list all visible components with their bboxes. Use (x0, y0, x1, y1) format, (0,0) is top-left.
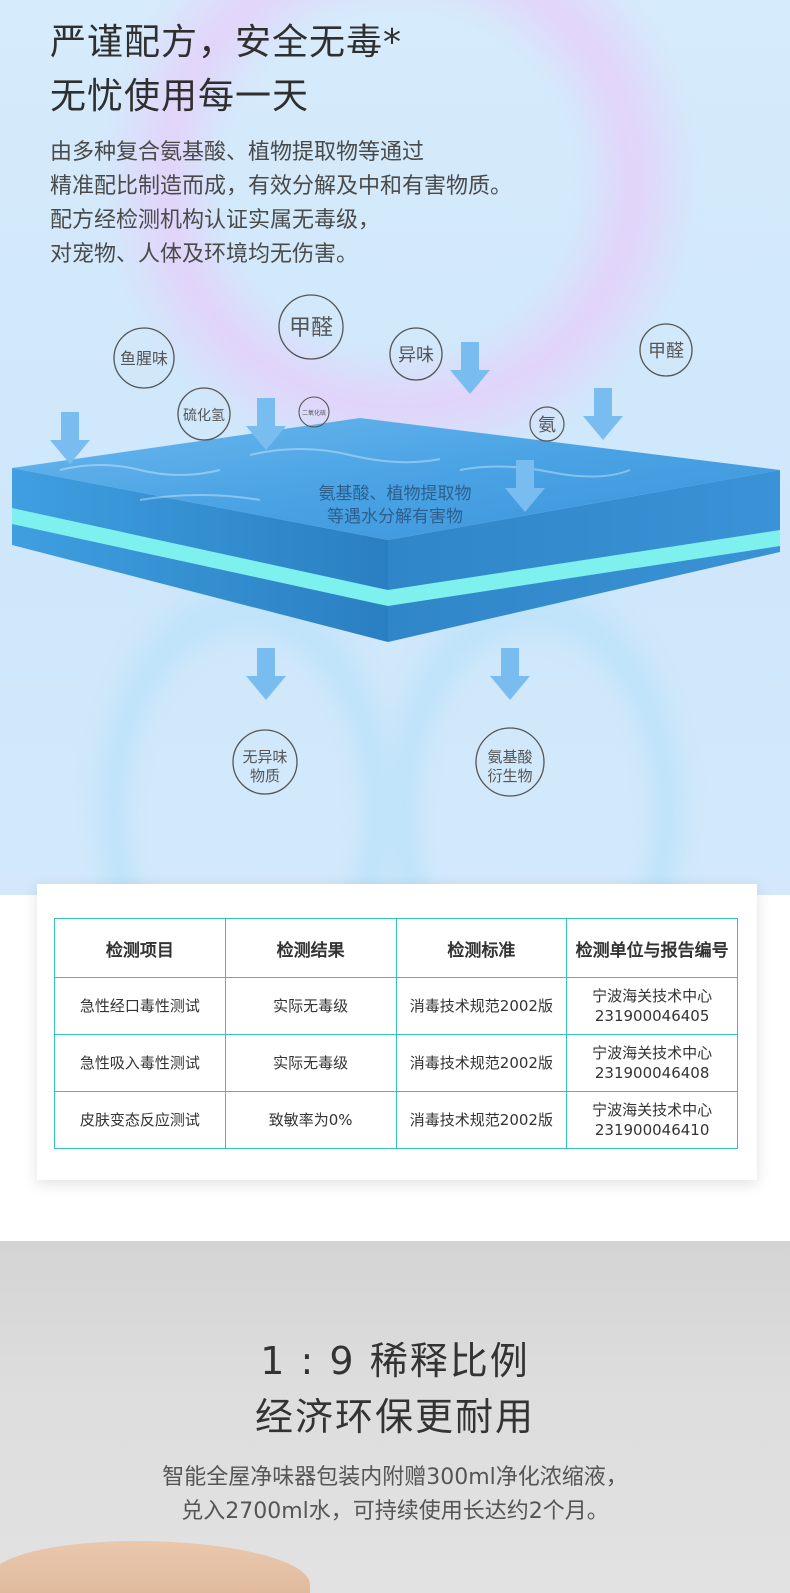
dilution-desc-line: 兑入2700ml水，可持续使用长达约2个月。 (181, 1499, 609, 1524)
hero-section: 严谨配方，安全无毒* 无忧使用每一天 由多种复合氨基酸、植物提取物等通过 精准配… (0, 0, 790, 895)
table-header-row: 检测项目 检测结果 检测标准 检测单位与报告编号 (54, 918, 738, 978)
table-cell: 宁波海关技术中心 231900046405 (566, 977, 738, 1035)
hero-desc-line: 配方经检测机构认证实属无毒级， (50, 208, 381, 233)
svg-text:异味: 异味 (398, 345, 434, 366)
bubble-ammonia: 氨 (529, 406, 565, 442)
svg-text:甲醛: 甲醛 (648, 341, 684, 362)
dilution-desc-line: 智能全屋净味器包装内附赠300ml净化浓缩液， (162, 1465, 628, 1490)
hero-title-line: 无忧使用每一天 (50, 76, 310, 117)
hero-title-line: 严谨配方，安全无毒* (50, 22, 403, 63)
svg-text:衍生物: 衍生物 (487, 767, 532, 785)
column-header: 检测结果 (224, 918, 397, 978)
table-row: 皮肤变态反应测试 致敏率为0% 消毒技术规范2002版 宁波海关技术中心 231… (54, 1091, 738, 1149)
column-header: 检测单位与报告编号 (566, 918, 738, 978)
table-cell: 消毒技术规范2002版 (395, 1034, 568, 1092)
arrow-down-icon (583, 388, 623, 440)
purification-diagram: 氨基酸、植物提取物 等遇水分解有害物 鱼腥味 甲醛 异味 甲醛 (12, 294, 780, 797)
test-results-card: 检测项目 检测结果 检测标准 检测单位与报告编号 急性经口毒性测试 实际无毒级 … (37, 884, 757, 1180)
svg-text:甲醛: 甲醛 (289, 316, 333, 341)
arrow-down-icon (490, 648, 530, 700)
slab-stripe-left (12, 508, 388, 606)
bubble-formaldehyde: 甲醛 (278, 294, 344, 360)
svg-text:氨: 氨 (538, 415, 556, 436)
bubble-fishy-odor: 鱼腥味 (113, 327, 175, 389)
lab-name: 宁波海关技术中心 (592, 987, 713, 1005)
hero-desc-line: 由多种复合氨基酸、植物提取物等通过 (50, 140, 425, 165)
svg-text:硫化氢: 硫化氢 (183, 408, 225, 424)
bubble-output-amino-acid: 氨基酸 衍生物 (475, 727, 545, 797)
hero-description: 由多种复合氨基酸、植物提取物等通过 精准配比制造而成，有效分解及中和有害物质。 … (50, 136, 512, 272)
bubble-sulfur-dioxide: 二氧化硫 (298, 396, 330, 428)
slab-label-line: 等遇水分解有害物 (327, 507, 463, 527)
column-header: 检测标准 (395, 918, 568, 978)
slab: 氨基酸、植物提取物 等遇水分解有害物 (12, 418, 780, 642)
svg-text:无异味: 无异味 (242, 748, 287, 766)
dilution-title-line: 1 : 9 稀释比例 (260, 1339, 530, 1383)
table-cell: 急性经口毒性测试 (54, 977, 226, 1035)
report-number: 231900046405 (594, 1007, 710, 1025)
table-cell: 致敏率为0% (224, 1091, 397, 1149)
dilution-title: 1 : 9 稀释比例 经济环保更耐用 (0, 1333, 790, 1445)
table-cell: 消毒技术规范2002版 (395, 977, 568, 1035)
hand-image (0, 1541, 310, 1593)
lab-name: 宁波海关技术中心 (592, 1101, 713, 1119)
arrow-down-icon (50, 412, 90, 464)
test-results-table: 检测项目 检测结果 检测标准 检测单位与报告编号 急性经口毒性测试 实际无毒级 … (54, 918, 738, 1149)
slab-stripe-right (388, 530, 780, 606)
arrow-down-icon (450, 342, 490, 394)
table-row: 急性吸入毒性测试 实际无毒级 消毒技术规范2002版 宁波海关技术中心 2319… (54, 1034, 738, 1092)
lab-name: 宁波海关技术中心 (592, 1044, 713, 1062)
svg-text:鱼腥味: 鱼腥味 (120, 349, 168, 368)
svg-text:氨基酸: 氨基酸 (487, 748, 532, 766)
report-number: 231900046408 (594, 1064, 710, 1082)
table-cell: 急性吸入毒性测试 (54, 1034, 226, 1092)
dilution-title-line: 经济环保更耐用 (254, 1395, 535, 1439)
table-cell: 实际无毒级 (224, 1034, 397, 1092)
bubble-hydrogen-sulfide: 硫化氢 (177, 387, 231, 441)
dilution-description: 智能全屋净味器包装内附赠300ml净化浓缩液， 兑入2700ml水，可持续使用长… (0, 1461, 790, 1529)
table-cell: 宁波海关技术中心 231900046410 (566, 1091, 738, 1149)
table-cell: 宁波海关技术中心 231900046408 (566, 1034, 738, 1092)
hero-title: 严谨配方，安全无毒* 无忧使用每一天 (50, 16, 402, 124)
report-number: 231900046410 (594, 1121, 710, 1139)
hero-desc-line: 对宠物、人体及环境均无伤害。 (50, 242, 359, 267)
bubble-odor: 异味 (389, 327, 443, 381)
dilution-section: 1 : 9 稀释比例 经济环保更耐用 智能全屋净味器包装内附赠300ml净化浓缩… (0, 1241, 790, 1593)
table-cell: 消毒技术规范2002版 (395, 1091, 568, 1149)
table-row: 急性经口毒性测试 实际无毒级 消毒技术规范2002版 宁波海关技术中心 2319… (54, 977, 738, 1035)
arrow-down-icon (246, 648, 286, 700)
table-cell: 实际无毒级 (224, 977, 397, 1035)
slab-label-line: 氨基酸、植物提取物 (319, 484, 472, 504)
svg-text:二氧化硫: 二氧化硫 (302, 409, 326, 417)
svg-text:物质: 物质 (250, 767, 280, 785)
bubble-formaldehyde-2: 甲醛 (639, 323, 693, 377)
bubble-output-no-odor: 无异味 物质 (232, 729, 298, 795)
table-cell: 皮肤变态反应测试 (54, 1091, 226, 1149)
column-header: 检测项目 (54, 918, 226, 978)
hero-desc-line: 精准配比制造而成，有效分解及中和有害物质。 (50, 174, 513, 199)
